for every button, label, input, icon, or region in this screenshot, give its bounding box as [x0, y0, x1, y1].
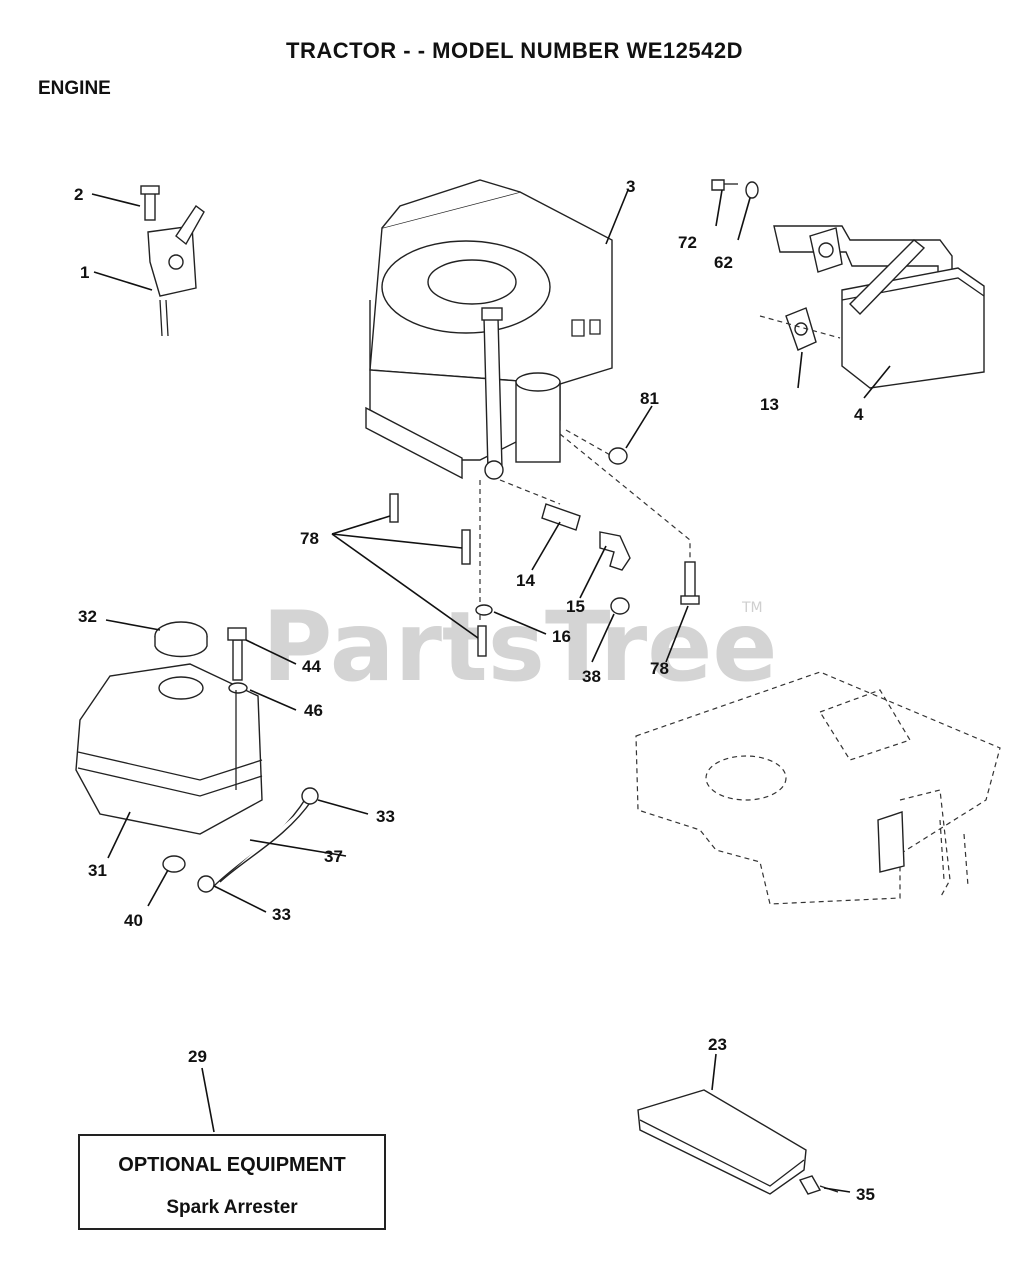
- watermark-trademark: TM: [741, 600, 763, 616]
- callout-72: 72: [678, 233, 697, 252]
- callout-35: 35: [856, 1185, 875, 1204]
- callout-16: 16: [552, 627, 571, 646]
- callout-44: 44: [302, 657, 321, 676]
- callout-29: 29: [188, 1047, 207, 1066]
- fuel-tank-drawing: [75, 621, 319, 893]
- throttle-control-drawing: [140, 185, 205, 337]
- callout-46: 46: [304, 701, 323, 720]
- callout-37: 37: [324, 847, 343, 866]
- callout-31: 31: [88, 861, 107, 880]
- callout-33-upper: 33: [376, 807, 395, 826]
- callout-78-upper: 78: [300, 529, 319, 548]
- callout-13: 13: [760, 395, 779, 414]
- callout-15: 15: [566, 597, 585, 616]
- callout-4: 4: [854, 405, 864, 424]
- callout-32: 32: [78, 607, 97, 626]
- callout-78-lower: 78: [650, 659, 669, 678]
- bracket-drawing: [637, 1089, 839, 1195]
- callout-38: 38: [582, 667, 601, 686]
- engine-drawing: [365, 179, 613, 480]
- callout-14: 14: [516, 571, 535, 590]
- callout-40: 40: [124, 911, 143, 930]
- callout-23: 23: [708, 1035, 727, 1054]
- watermark-text: PartsTree: [262, 591, 777, 703]
- tractor-frame-drawing: [635, 671, 1001, 905]
- callout-2: 2: [74, 185, 83, 204]
- page-title: TRACTOR - - MODEL NUMBER WE12542D: [286, 38, 743, 63]
- callout-62: 62: [714, 253, 733, 272]
- callout-numbers: 2 1 3 72 62 13 4 81 78 14 15 16 38 78 32…: [74, 177, 875, 1204]
- leader-lines: [91, 189, 891, 1193]
- optional-equipment-box: OPTIONAL EQUIPMENT Spark Arrester: [78, 1134, 386, 1230]
- callout-1: 1: [80, 263, 89, 282]
- muffler-drawing: [711, 179, 985, 389]
- callout-3: 3: [626, 177, 635, 196]
- callout-81: 81: [640, 389, 659, 408]
- callout-33-lower: 33: [272, 905, 291, 924]
- section-heading: ENGINE: [38, 78, 111, 99]
- optional-equipment-item: Spark Arrester: [166, 1197, 298, 1218]
- fittings-drawing: [389, 447, 700, 657]
- optional-equipment-title: OPTIONAL EQUIPMENT: [118, 1154, 346, 1176]
